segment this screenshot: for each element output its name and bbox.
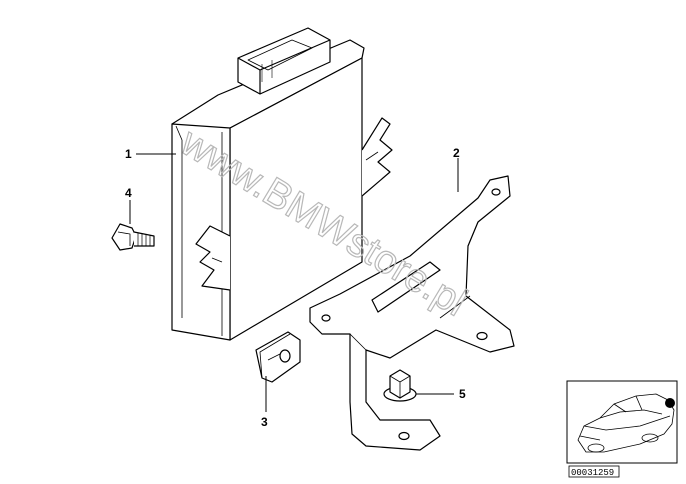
callout-1: 1 bbox=[125, 147, 132, 161]
inset-thumbnail: 00031259 bbox=[566, 380, 678, 478]
leader-lines bbox=[129, 153, 459, 412]
nut bbox=[383, 369, 417, 402]
location-marker bbox=[665, 398, 675, 408]
clip-nut bbox=[255, 331, 301, 383]
bracket bbox=[309, 175, 515, 451]
callout-2: 2 bbox=[453, 146, 460, 160]
callout-3: 3 bbox=[261, 415, 268, 429]
callout-4: 4 bbox=[125, 186, 132, 200]
car-silhouette bbox=[577, 393, 675, 453]
inset-code: 00031259 bbox=[571, 468, 614, 478]
callout-5: 5 bbox=[459, 387, 466, 401]
bolt bbox=[111, 223, 155, 251]
control-unit bbox=[171, 27, 393, 341]
